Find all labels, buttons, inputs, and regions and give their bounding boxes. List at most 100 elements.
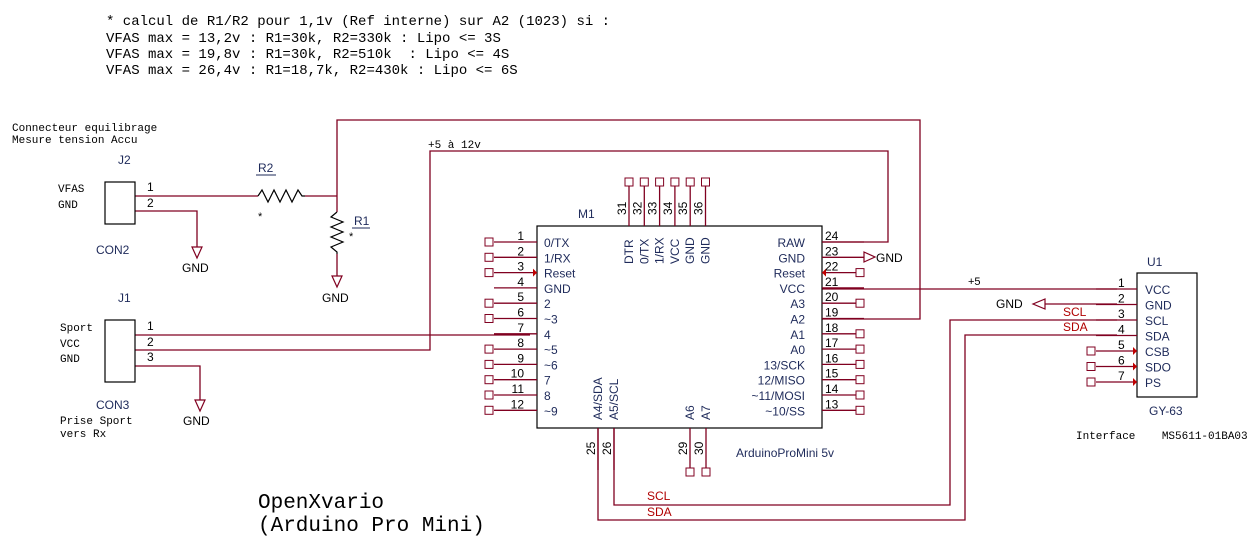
title-line: (Arduino Pro Mini) xyxy=(258,515,485,538)
pin-number: 4 xyxy=(517,275,524,289)
pin-number: 30 xyxy=(692,441,706,455)
r2-ref: R2 xyxy=(258,161,274,175)
ground-icon xyxy=(194,399,206,413)
pin-name: A1 xyxy=(790,328,805,342)
pin-number: 3 xyxy=(1118,307,1125,321)
gnd-label: GND xyxy=(183,414,210,428)
net-label-plus5: +5 xyxy=(968,276,981,288)
pin-number: 35 xyxy=(676,201,690,215)
pin-number: 25 xyxy=(584,441,598,455)
m1-pin-14: 14 ~11/MOSI xyxy=(752,382,865,403)
pin-number: 1 xyxy=(1118,276,1125,290)
pin-name: 4 xyxy=(544,328,551,342)
pin-number: 6 xyxy=(1118,354,1125,368)
pin-number: 21 xyxy=(825,275,839,289)
pin-name: 12/MISO xyxy=(758,374,805,388)
pin-number: 1 xyxy=(517,229,524,243)
gnd-m1-label: GND xyxy=(876,251,903,265)
pin-number: 10 xyxy=(511,367,525,381)
j2-pin-label: VFAS xyxy=(58,184,85,196)
pin-name: ~11/MOSI xyxy=(752,389,805,403)
pin-number: 17 xyxy=(825,336,839,350)
j1-ref: J1 xyxy=(118,291,131,305)
net-label-sda: SDA xyxy=(1063,320,1088,334)
net-label-scl: SCL xyxy=(647,489,671,503)
pin-name: ~9 xyxy=(544,404,558,418)
m1-name: ArduinoProMini 5v xyxy=(736,446,834,460)
supply-label: +5 à 12v xyxy=(428,140,481,152)
m1-pin-32: 320/TX xyxy=(630,177,651,264)
note-line: VFAS max = 13,2v : R1=30k, R2=330k : Lip… xyxy=(106,31,501,47)
m1-ref: M1 xyxy=(578,207,595,221)
r1-ref: R1 xyxy=(354,214,370,228)
ground-icon xyxy=(1031,298,1046,310)
u1-ref: U1 xyxy=(1147,255,1163,269)
m1-pin-8: 8~5 xyxy=(484,336,558,357)
connector-j1: J1 CON3 Sport VCC GND 1 2 3 xyxy=(60,291,154,412)
pin-name: VCC xyxy=(668,238,682,264)
net-label-scl: SCL xyxy=(1063,305,1087,319)
pin-name: A7 xyxy=(699,405,713,420)
pin-name: A0 xyxy=(790,343,805,357)
resistor-symbol xyxy=(329,211,345,254)
pin-name: 7 xyxy=(544,374,551,388)
pin-name: ~6 xyxy=(544,358,558,372)
pin-name: GND xyxy=(683,237,697,264)
pin-name: SDO xyxy=(1145,361,1171,375)
pin-name: A3 xyxy=(790,297,805,311)
pin-name: ~3 xyxy=(544,313,558,327)
pin-number: 5 xyxy=(1118,338,1125,352)
j1-name: CON3 xyxy=(96,398,130,412)
j1-pin-number: 1 xyxy=(147,319,154,333)
pin-number: 26 xyxy=(600,441,614,455)
pin-name: VCC xyxy=(1145,283,1171,297)
pin-name: ~10/SS xyxy=(765,404,805,418)
pin-number: 33 xyxy=(646,201,660,215)
m1-pin-15: 15 12/MISO xyxy=(758,367,865,388)
pin-number: 15 xyxy=(825,367,839,381)
j2-pin-number: 2 xyxy=(147,196,154,210)
resistor-r1: R1 * xyxy=(329,211,370,254)
gnd-u1-label: GND xyxy=(996,297,1023,311)
pin-name: DTR xyxy=(622,239,636,264)
pin-number: 13 xyxy=(825,397,839,411)
pin-number: 31 xyxy=(615,201,629,215)
j1-pin-label: VCC xyxy=(60,339,80,351)
pin-number: 5 xyxy=(517,290,524,304)
resistor-r2: R2 * xyxy=(256,161,305,223)
pin-number: 2 xyxy=(517,244,524,258)
ground-symbols: GND GND GND GND GND xyxy=(182,246,1046,428)
title-line: OpenXvario xyxy=(258,492,384,515)
m1-pin-13: 13 ~10/SS xyxy=(765,397,865,418)
pin-number: 24 xyxy=(825,229,839,243)
calculation-notes: * calcul de R1/R2 pour 1,1v (Ref interne… xyxy=(106,14,610,79)
pin-name: 8 xyxy=(544,389,551,403)
note-line: VFAS max = 26,4v : R1=18,7k, R2=430k : L… xyxy=(106,63,518,79)
pin-number: 12 xyxy=(511,397,525,411)
pin-number: 14 xyxy=(825,382,839,396)
pin-number: 34 xyxy=(661,201,675,215)
wires xyxy=(135,119,1117,521)
pin-name: GND xyxy=(699,237,713,264)
